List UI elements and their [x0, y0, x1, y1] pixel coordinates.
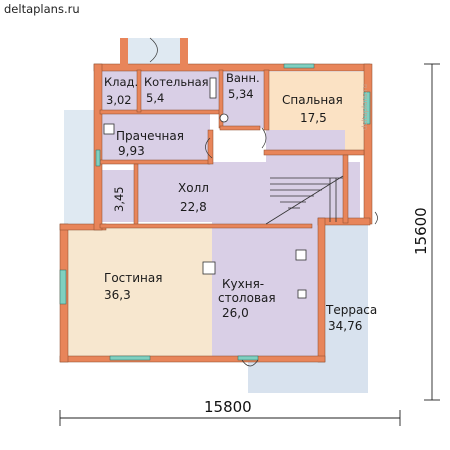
room-area-laundry: 9,93 [118, 144, 145, 158]
room-area-storage: 3,02 [106, 93, 132, 107]
left-porch-floor [64, 110, 98, 225]
living-floor [68, 228, 212, 358]
terrace-floor-bottom [248, 360, 328, 393]
stairs [265, 175, 344, 225]
toilet-icon [219, 113, 229, 123]
room-name-laundry: Прачечная [116, 129, 184, 143]
watermark: deltaplans.ru [361, 84, 369, 130]
room-name-living: Гостиная [104, 271, 162, 285]
boiler-room-floor [140, 70, 220, 112]
room-name-kitchen-line2: столовая [218, 291, 276, 305]
boiler-icon [209, 77, 217, 99]
dimension-height: 15600 [412, 207, 430, 255]
storage-floor [100, 70, 138, 112]
dimension-lines [59, 63, 440, 426]
room-area-bath: 5,34 [228, 87, 254, 101]
stove-icon [295, 249, 307, 261]
room-name-bedroom: Спальная [282, 93, 343, 107]
room-name-kitchen-line1: Кухня- [222, 277, 264, 291]
room-area-terrace: 34,76 [328, 319, 362, 333]
bath-floor [222, 70, 266, 128]
fridge-icon [297, 289, 307, 299]
laundry-floor [100, 114, 210, 162]
room-area-kitchen: 26,0 [222, 306, 249, 320]
room-name-bath: Ванн. [226, 71, 260, 85]
room-area-boiler: 5,4 [146, 91, 164, 105]
room-name-terrace: Терраса [325, 303, 377, 317]
room-area-living: 36,3 [104, 288, 131, 302]
dimension-width: 15800 [204, 398, 252, 416]
room-area-hall: 22,8 [180, 200, 207, 214]
walls [59, 63, 373, 363]
porch-post-left [120, 38, 128, 66]
room-name-boiler: Котельная [144, 75, 209, 89]
small-room-floor [100, 170, 136, 222]
room-area-bedroom: 17,5 [300, 111, 327, 125]
washer-icon [103, 123, 115, 135]
porch-post-right [180, 38, 188, 66]
room-name-storage: Клад. [104, 75, 138, 89]
door-arcs [149, 37, 378, 367]
sink-icon [202, 261, 216, 275]
room-area-small: 3,45 [112, 186, 126, 212]
room-name-hall: Холл [178, 181, 209, 195]
hall-kitchen-floor [138, 130, 360, 360]
site-caption: deltaplans.ru [4, 2, 80, 16]
entrance-porch [120, 38, 188, 66]
windows [59, 63, 371, 361]
